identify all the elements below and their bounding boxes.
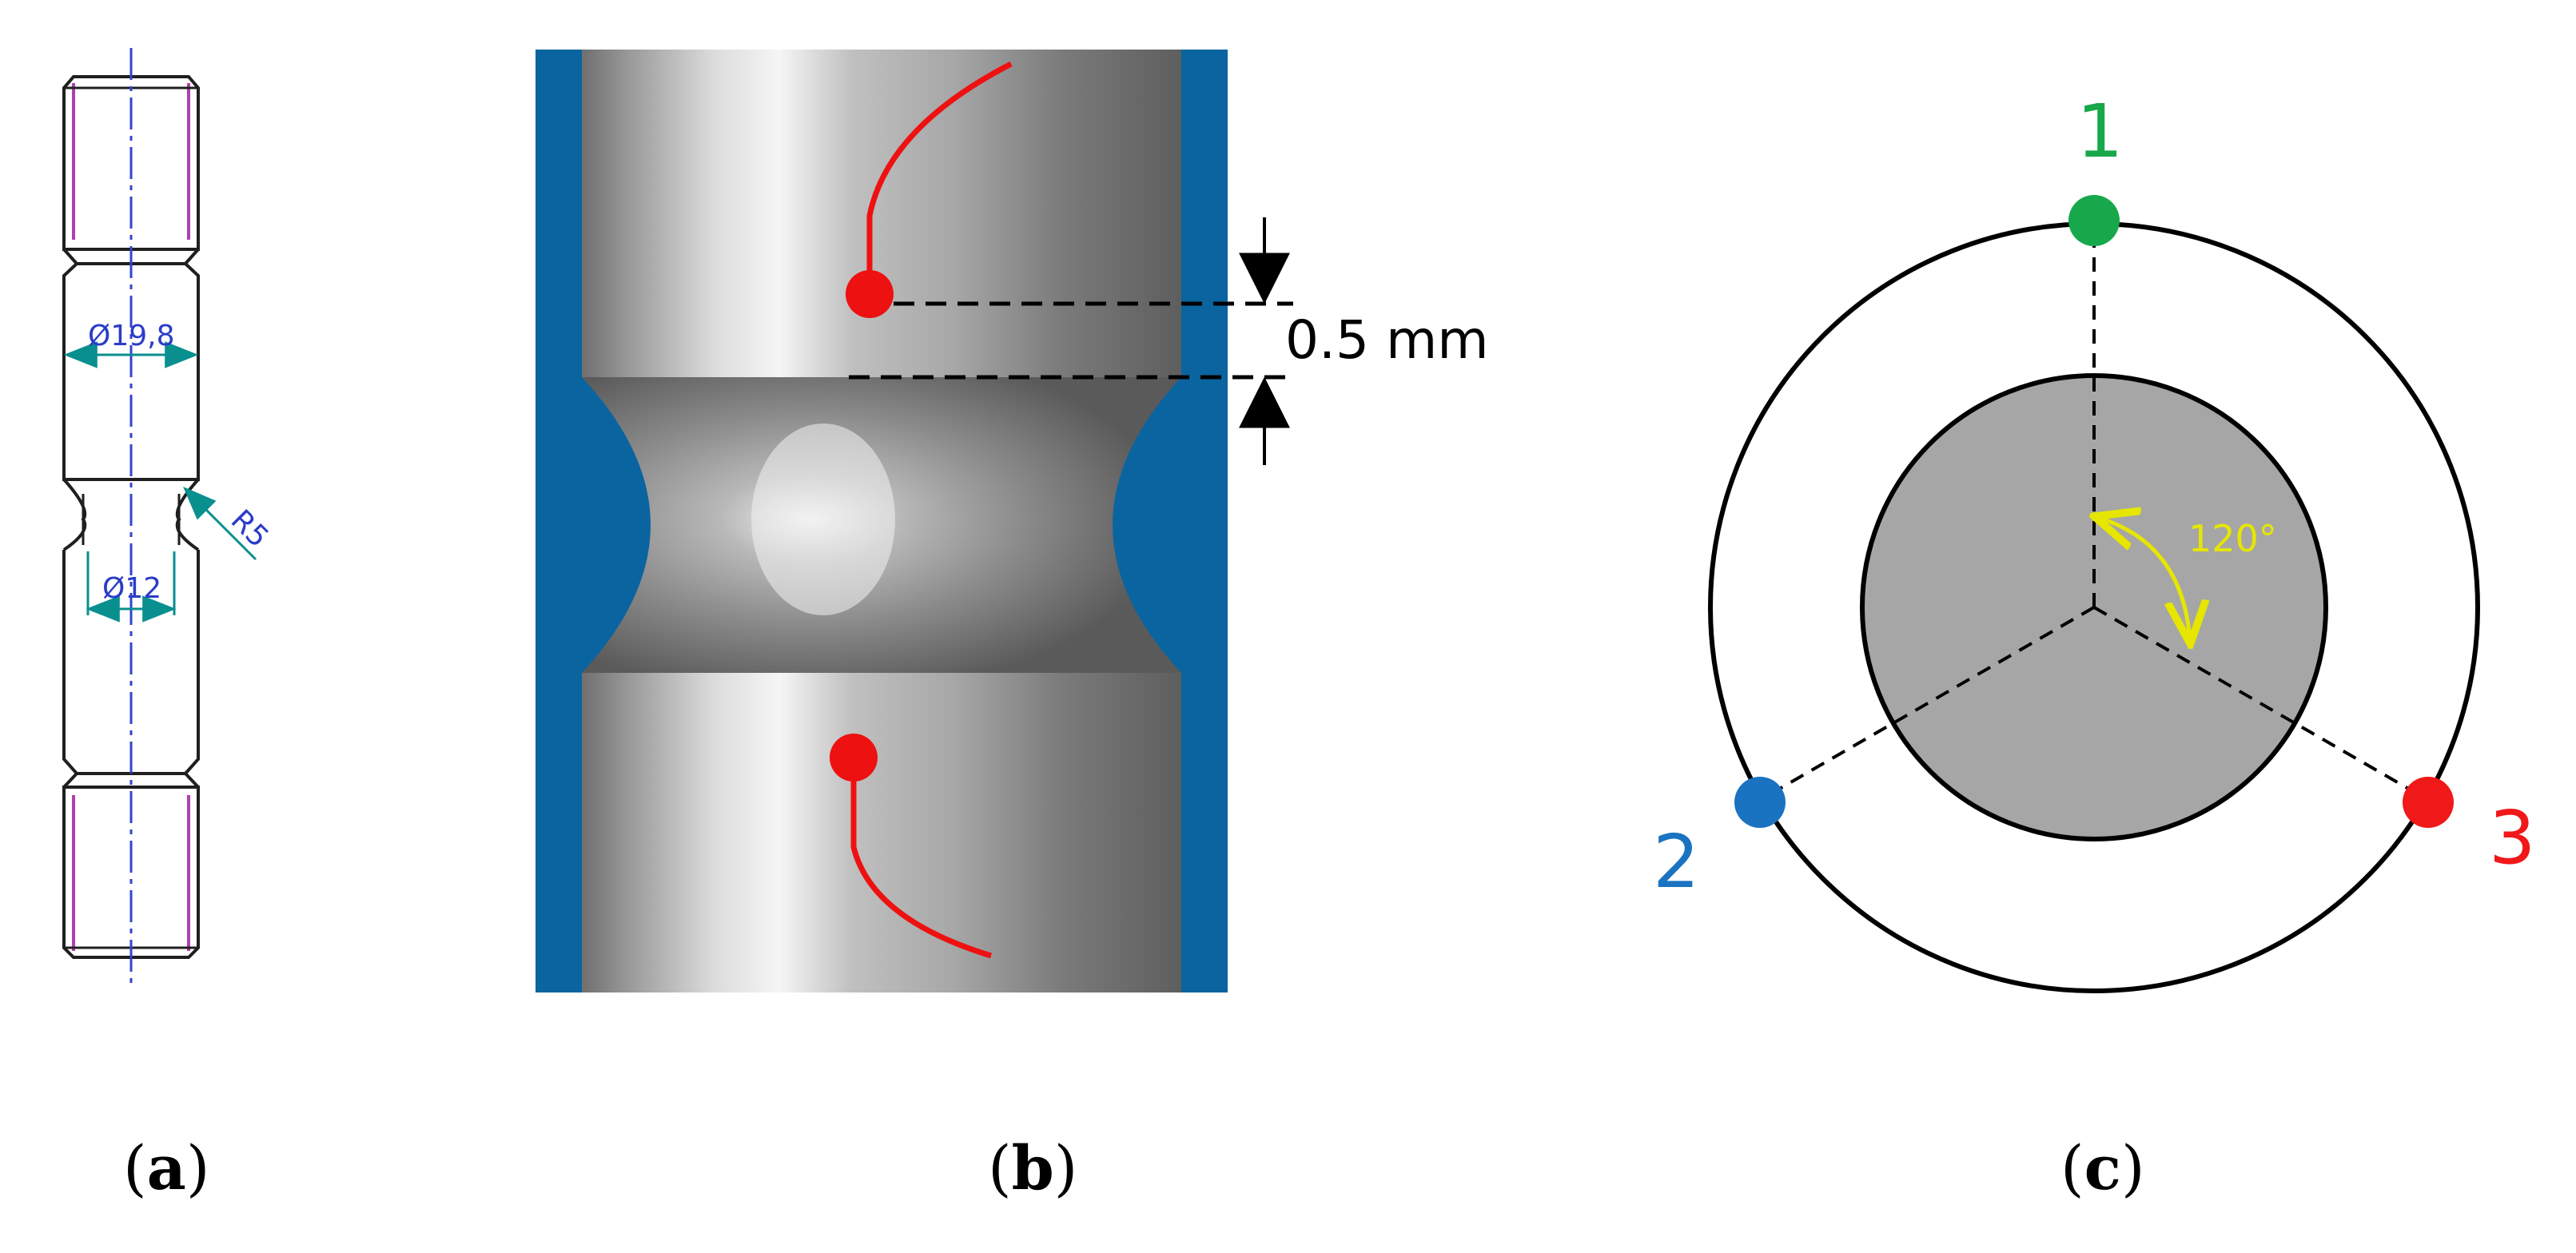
gap-label: 0.5 mm — [1285, 309, 1489, 371]
caption-c: (c) — [2060, 1132, 2145, 1203]
point-2-marker — [1734, 777, 1786, 828]
dimension-large-diameter: Ø19,8 — [63, 320, 199, 368]
point-3-marker — [2403, 777, 2454, 828]
lower-cylinder — [582, 673, 1181, 992]
caption-a-letter: a — [147, 1132, 186, 1203]
upper-cylinder — [582, 50, 1181, 377]
dim-large-label: Ø19,8 — [88, 320, 175, 352]
angle-label: 120° — [2188, 517, 2277, 560]
lower-red-lead — [850, 758, 993, 959]
lower-groove — [62, 772, 200, 789]
point-1-label: 1 — [2076, 89, 2124, 174]
dimension-small-diameter: Ø12 — [86, 551, 177, 623]
lower-red-point — [830, 734, 878, 782]
panel-b-render: 0.5 mm — [536, 50, 1489, 992]
caption-c-letter: c — [2084, 1132, 2121, 1203]
panel-c-section: 120° 1 2 3 — [1653, 89, 2536, 993]
caption-b-letter: b — [1012, 1132, 1054, 1203]
point-3-label: 3 — [2489, 795, 2536, 881]
radius-line-2 — [1761, 606, 2095, 801]
radius-line-3 — [2093, 606, 2427, 801]
dim-radius-label: R5 — [225, 503, 275, 554]
angle-arc — [2099, 518, 2190, 639]
upper-shoulder — [62, 262, 200, 481]
upper-red-lead — [866, 61, 1013, 294]
caption-a: (a) — [123, 1132, 210, 1203]
caption-b: (b) — [988, 1132, 1077, 1203]
point-2-label: 2 — [1653, 819, 1700, 905]
upper-red-point — [846, 270, 894, 318]
neck-highlight — [751, 424, 895, 615]
dim-small-label: Ø12 — [102, 572, 161, 605]
point-1-marker — [2068, 195, 2120, 246]
